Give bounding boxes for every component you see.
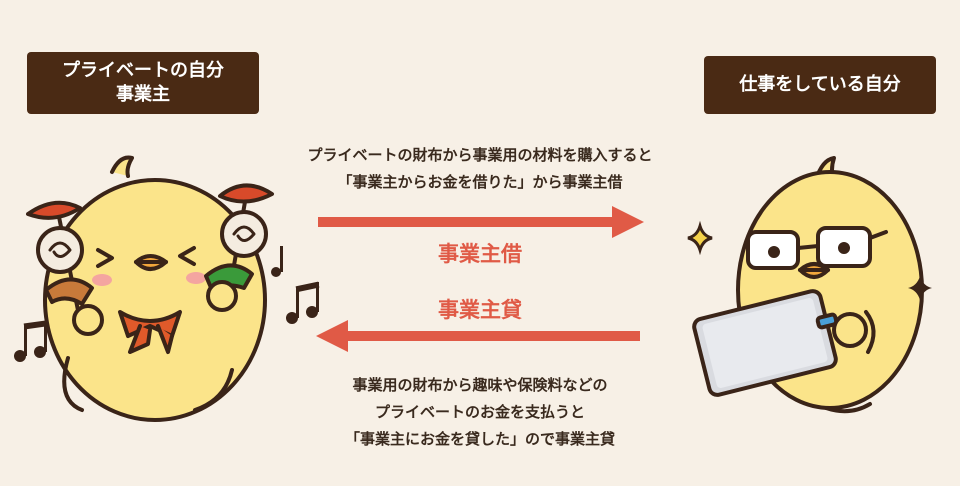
borrowing-description-line-1: プライベートの財布から事業用の材料を購入すると <box>307 146 653 164</box>
lending-description-line-2: プライベートのお金を支払うと <box>374 403 585 421</box>
borrowing-description: プライベートの財布から事業用の材料を購入すると 「事業主からお金を借りた」から事… <box>240 142 720 196</box>
left-arrow <box>316 320 640 352</box>
working-chick-illustration <box>692 156 924 414</box>
music-note-icon <box>14 246 320 362</box>
lending-description-line-1: 事業用の財布から趣味や保険料などの <box>352 376 608 394</box>
sparkle-icon <box>687 220 932 300</box>
private-chick-illustration <box>26 155 274 422</box>
owner-lending-term: 事業主貸 <box>438 298 522 322</box>
right-arrow <box>318 206 644 238</box>
private-self-label-line-2: 事業主 <box>116 84 170 105</box>
working-self-label: 仕事をしている自分 <box>704 56 936 114</box>
private-self-label: プライベートの自分 事業主 <box>27 52 259 114</box>
lending-description-line-3: 「事業主にお金を貸した」ので事業主貸 <box>344 430 615 448</box>
working-self-label-text: 仕事をしている自分 <box>739 74 901 95</box>
private-self-label-line-1: プライベートの自分 <box>62 60 224 81</box>
lending-description: 事業用の財布から趣味や保険料などの プライベートのお金を支払うと 「事業主にお金… <box>240 372 720 453</box>
borrowing-description-line-2: 「事業主からお金を借りた」から事業主借 <box>337 173 623 191</box>
owner-borrowing-term: 事業主借 <box>438 242 522 266</box>
